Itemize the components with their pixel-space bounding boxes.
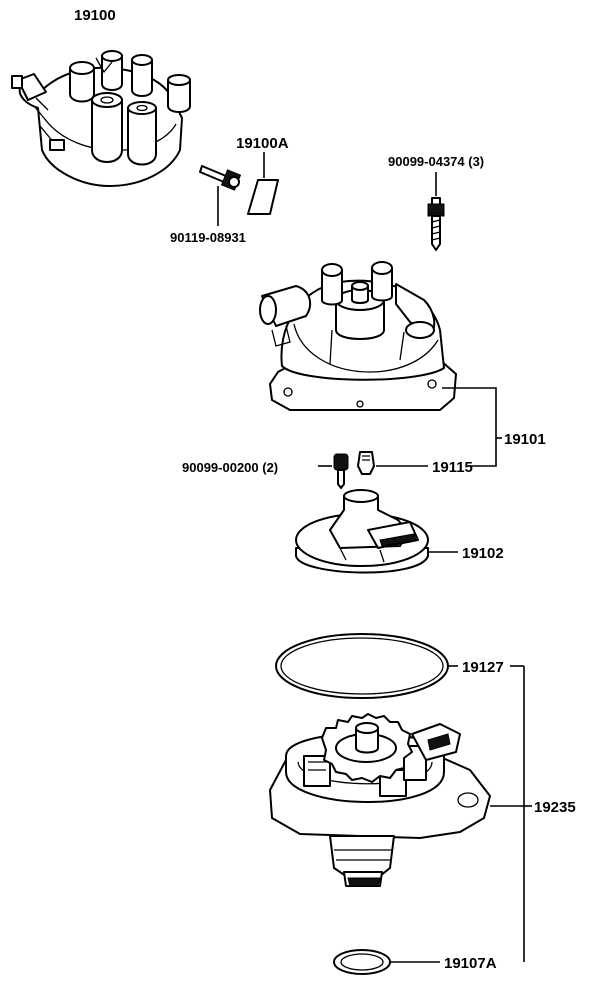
o-ring-icon [333,949,391,975]
part-label-19235: 19235 [534,799,576,816]
o-ring-icon [275,633,449,699]
part-label-19100A: 19100A [236,135,289,152]
part-label-19115: 19115 [432,459,473,476]
part-label-90119-08931: 90119-08931 [170,230,246,245]
part-label-19101: 19101 [504,431,546,448]
carbon-button-icon [357,451,375,475]
part-label-19100: 19100 [74,7,116,24]
rotor-icon [295,489,429,574]
bolt-icon [199,165,242,191]
part-label-19102: 19102 [462,545,504,562]
part-label-19107A: 19107A [444,955,497,972]
label-sticker-icon [247,179,279,215]
screw-icon [333,453,349,489]
distributor-assembly-icon [11,50,191,187]
part-label-90099-04374: 90099-04374 (3) [388,154,484,169]
part-label-90099-00200: 90099-00200 (2) [182,460,278,475]
distributor-cap-icon [259,261,457,411]
bolt-icon [427,197,445,251]
distributor-housing-icon [269,713,491,887]
part-label-19127: 19127 [462,659,504,676]
